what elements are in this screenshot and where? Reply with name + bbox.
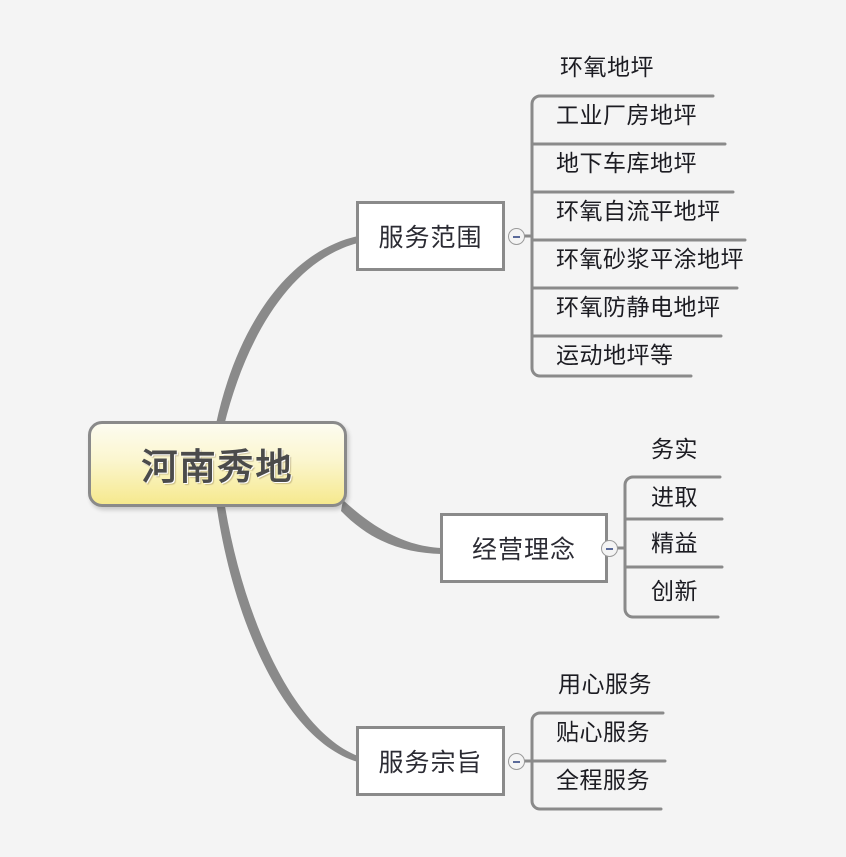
leaf-service-scope-5[interactable]: 环氧防静电地坪 (556, 295, 721, 321)
branch-label-service-purpose: 服务宗旨 (378, 748, 483, 777)
root-node[interactable]: 河南秀地 (88, 421, 347, 507)
leaf-service-scope-6[interactable]: 运动地坪等 (556, 343, 674, 369)
leaf-business-philosophy-3[interactable]: 创新 (651, 579, 698, 605)
leaf-service-scope-3[interactable]: 环氧自流平地坪 (556, 199, 721, 225)
leaf-service-scope-1[interactable]: 工业厂房地坪 (556, 103, 697, 129)
branch-node-business-philosophy[interactable]: 经营理念 (440, 513, 608, 583)
collapse-minus-icon-service-purpose[interactable] (508, 753, 525, 770)
minus-bar (513, 235, 520, 238)
leaf-business-philosophy-1[interactable]: 进取 (651, 485, 698, 511)
service-scope-subtree (522, 94, 747, 378)
branch-label-service-scope: 服务范围 (378, 223, 483, 252)
minus-bar (606, 547, 613, 550)
leaf-service-purpose-0[interactable]: 用心服务 (558, 672, 652, 698)
root-node-label: 河南秀地 (141, 447, 294, 488)
minus-bar (513, 760, 520, 763)
leaf-business-philosophy-0[interactable]: 务实 (651, 437, 698, 463)
leaf-service-scope-0[interactable]: 环氧地坪 (560, 55, 654, 81)
branch-node-service-scope[interactable]: 服务范围 (356, 201, 505, 271)
leaf-service-purpose-1[interactable]: 贴心服务 (556, 720, 650, 746)
leaf-service-scope-4[interactable]: 环氧砂浆平涂地坪 (556, 247, 744, 273)
leaf-service-purpose-2[interactable]: 全程服务 (556, 768, 650, 794)
leaf-service-scope-2[interactable]: 地下车库地坪 (556, 151, 697, 177)
collapse-minus-icon-service-scope[interactable] (508, 228, 525, 245)
branch-node-service-purpose[interactable]: 服务宗旨 (356, 726, 505, 796)
leaf-business-philosophy-2[interactable]: 精益 (651, 531, 698, 557)
root-curve-to-business-philosophy (341, 500, 441, 554)
branch-label-business-philosophy: 经营理念 (471, 535, 576, 564)
root-curve-to-service-purpose (216, 500, 358, 762)
collapse-minus-icon-business-philosophy[interactable] (601, 540, 618, 557)
root-curve-to-service-scope (216, 236, 358, 426)
